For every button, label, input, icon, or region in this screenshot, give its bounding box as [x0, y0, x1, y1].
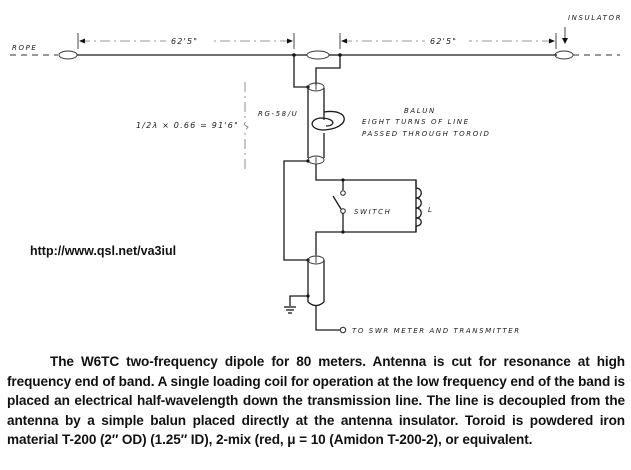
shield-dot-top [306, 159, 310, 163]
ground-icon [284, 306, 296, 314]
switch-label: SWITCH [354, 208, 391, 216]
dim-left-arrow-b [287, 38, 293, 44]
balun-line1: EIGHT TURNS OF LINE [362, 118, 470, 126]
feed-wire-shield [293, 55, 308, 88]
ground-wire [289, 295, 308, 306]
watermark-url: http://www.qsl.net/va3iul [30, 244, 177, 258]
dim-right-arrow-a [341, 38, 347, 44]
balun-line2: PASSED THROUGH TOROID [362, 130, 491, 138]
shield-bypass [283, 160, 308, 261]
dim-left-arrow-a [79, 38, 85, 44]
coax-type-label: RG-58/U [258, 110, 298, 118]
rope-label: ROPE [12, 44, 37, 52]
half-wave-brace [244, 82, 249, 170]
feed-terminal-icon [339, 326, 347, 334]
dim-right-arrow-b [549, 38, 555, 44]
insulator-label: INSULATOR [568, 14, 622, 22]
center-insulator [306, 50, 330, 60]
inductor-coil-icon [415, 180, 422, 232]
right-end-insulator [554, 50, 574, 60]
feed-label: TO SWR METER AND TRANSMITTER [352, 327, 521, 335]
inductor-label: L [428, 206, 434, 214]
figure-caption: The W6TC two-frequency dipole for 80 met… [7, 354, 625, 447]
dipole-schematic: ROPE INSULATOR 62'5" 62'5" [10, 14, 622, 335]
coax-length-label: 1/2λ × 0.66 = 91'6" [136, 121, 239, 130]
feed-out-wire [315, 305, 340, 331]
coax-lower [307, 255, 325, 307]
left-end-insulator [58, 50, 78, 60]
center-to-switch [315, 164, 417, 255]
left-length-label: 62'5" [171, 37, 198, 46]
feed-wire-center [315, 55, 341, 85]
right-length-label: 62'5" [430, 37, 457, 46]
switch-icon [332, 180, 346, 232]
insulator-arrow-head [562, 38, 568, 44]
balun-title: BALUN [404, 107, 436, 115]
ground-dot [306, 294, 310, 298]
coax-balun [307, 82, 345, 165]
